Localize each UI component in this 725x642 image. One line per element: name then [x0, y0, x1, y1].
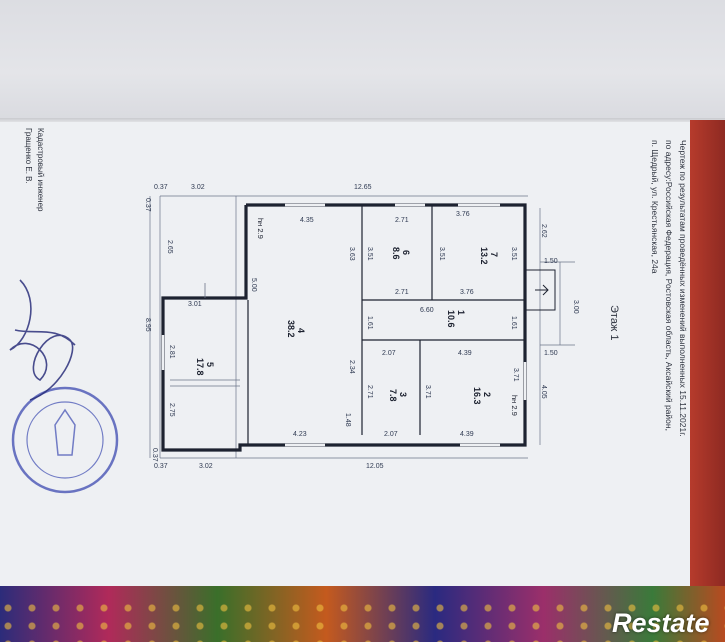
dim-right-b: 3.71: [512, 368, 519, 382]
handwritten-signature: [9, 279, 76, 401]
dim-r7-side: 3.51: [438, 247, 445, 261]
dim-c-mid: 6.60: [420, 307, 434, 314]
tablecloth-pattern: [0, 600, 725, 642]
room-labels: 1 10.6 2 16.3 3 7.8 4 38.2 5 17.8 6 8.6 …: [195, 247, 499, 405]
dim-r4-inner: 2.34: [348, 360, 355, 374]
ceiling-heights: hн 2.9 hн 2.9: [256, 218, 519, 416]
dim-porch-b: 3.00: [572, 300, 579, 314]
dimension-lines: [149, 195, 575, 459]
dim-r4-inner-b: 1.48: [344, 413, 351, 427]
dim-c-side-a: 1.61: [366, 316, 373, 330]
previous-page: [0, 0, 725, 122]
dim-r4-bottom: 4.23: [293, 431, 307, 438]
room-7-number: 7: [489, 252, 499, 257]
dim-top-left-a: 0.37: [154, 184, 168, 191]
restate-watermark: Restate: [612, 608, 710, 638]
dim-c-top-a: 2.71: [395, 289, 409, 296]
dim-bottom-left-b: 3.02: [199, 463, 213, 470]
dim-right-c: 4.05: [540, 385, 547, 399]
dim-c-top-b: 3.76: [460, 289, 474, 296]
dim-r4-side: 5.00: [250, 278, 257, 292]
exterior-walls: [161, 203, 527, 452]
dim-r6-side: 3.51: [366, 247, 373, 261]
dim-bottom-left-a: 0.37: [154, 463, 168, 470]
room-5-area: 17.8: [195, 358, 205, 376]
red-cover-edge: [690, 120, 725, 590]
dim-left-c: 3.01: [188, 301, 202, 308]
dim-left-e: 2.75: [168, 403, 175, 417]
room-6-number: 6: [401, 250, 411, 255]
dim-left-a: 0.37: [144, 198, 151, 212]
dim-r4-top: 4.35: [300, 217, 314, 224]
dim-top-left-b: 3.02: [191, 184, 205, 191]
official-stamp: [11, 386, 119, 494]
room-5-inner-lines: [170, 283, 240, 387]
room-2-area: 16.3: [472, 387, 482, 405]
dim-r6-top: 2.71: [395, 217, 409, 224]
room-1-area: 10.6: [446, 310, 456, 328]
room-3-area: 7.8: [388, 389, 398, 402]
height-room-4: hн 2.9: [256, 218, 265, 239]
room-7-area: 13.2: [479, 247, 489, 265]
room-3-number: 3: [398, 392, 408, 397]
dim-r7-top: 3.76: [456, 211, 470, 218]
dim-left-f: 0.37: [151, 448, 158, 462]
interior-walls: [247, 205, 525, 445]
room-4-number: 4: [296, 328, 306, 333]
dim-porch-c: 1.50: [544, 350, 558, 357]
dim-left-d: 2.81: [168, 345, 175, 359]
room-2-number: 2: [482, 392, 492, 397]
dim-r3-side: 2.71: [366, 385, 373, 399]
dim-r6-left: 3.63: [348, 247, 355, 261]
page-gutter: [0, 118, 725, 124]
dim-r3-bottom: 2.07: [384, 431, 398, 438]
dim-porch-a: 1.50: [544, 258, 558, 265]
dim-left-b: 2.65: [166, 240, 173, 254]
dim-left-total: 8.95: [144, 318, 151, 332]
dim-r2-top: 4.39: [458, 350, 472, 357]
room-4-area: 38.2: [286, 320, 296, 338]
dimension-labels: 12.65 12.05 0.37 3.02 0.37 3.02 0.37 2.6…: [144, 184, 579, 470]
room-6-area: 8.6: [391, 247, 401, 260]
dim-top-total: 12.65: [354, 184, 372, 191]
windows: [161, 203, 527, 447]
dim-r2-bottom: 4.39: [460, 431, 474, 438]
dim-r7-right: 3.51: [510, 247, 517, 261]
dim-right-a: 2.62: [540, 224, 547, 238]
height-room-2: hн 2.9: [510, 395, 519, 416]
room-5-number: 5: [205, 362, 215, 367]
room-1-number: 1: [456, 310, 466, 315]
dim-r2-side: 3.71: [424, 385, 431, 399]
entrance-porch: [524, 269, 556, 311]
dim-c-side-b: 1.61: [510, 316, 517, 330]
dim-r3-top: 2.07: [382, 350, 396, 357]
dim-bottom-total: 12.05: [366, 463, 384, 470]
